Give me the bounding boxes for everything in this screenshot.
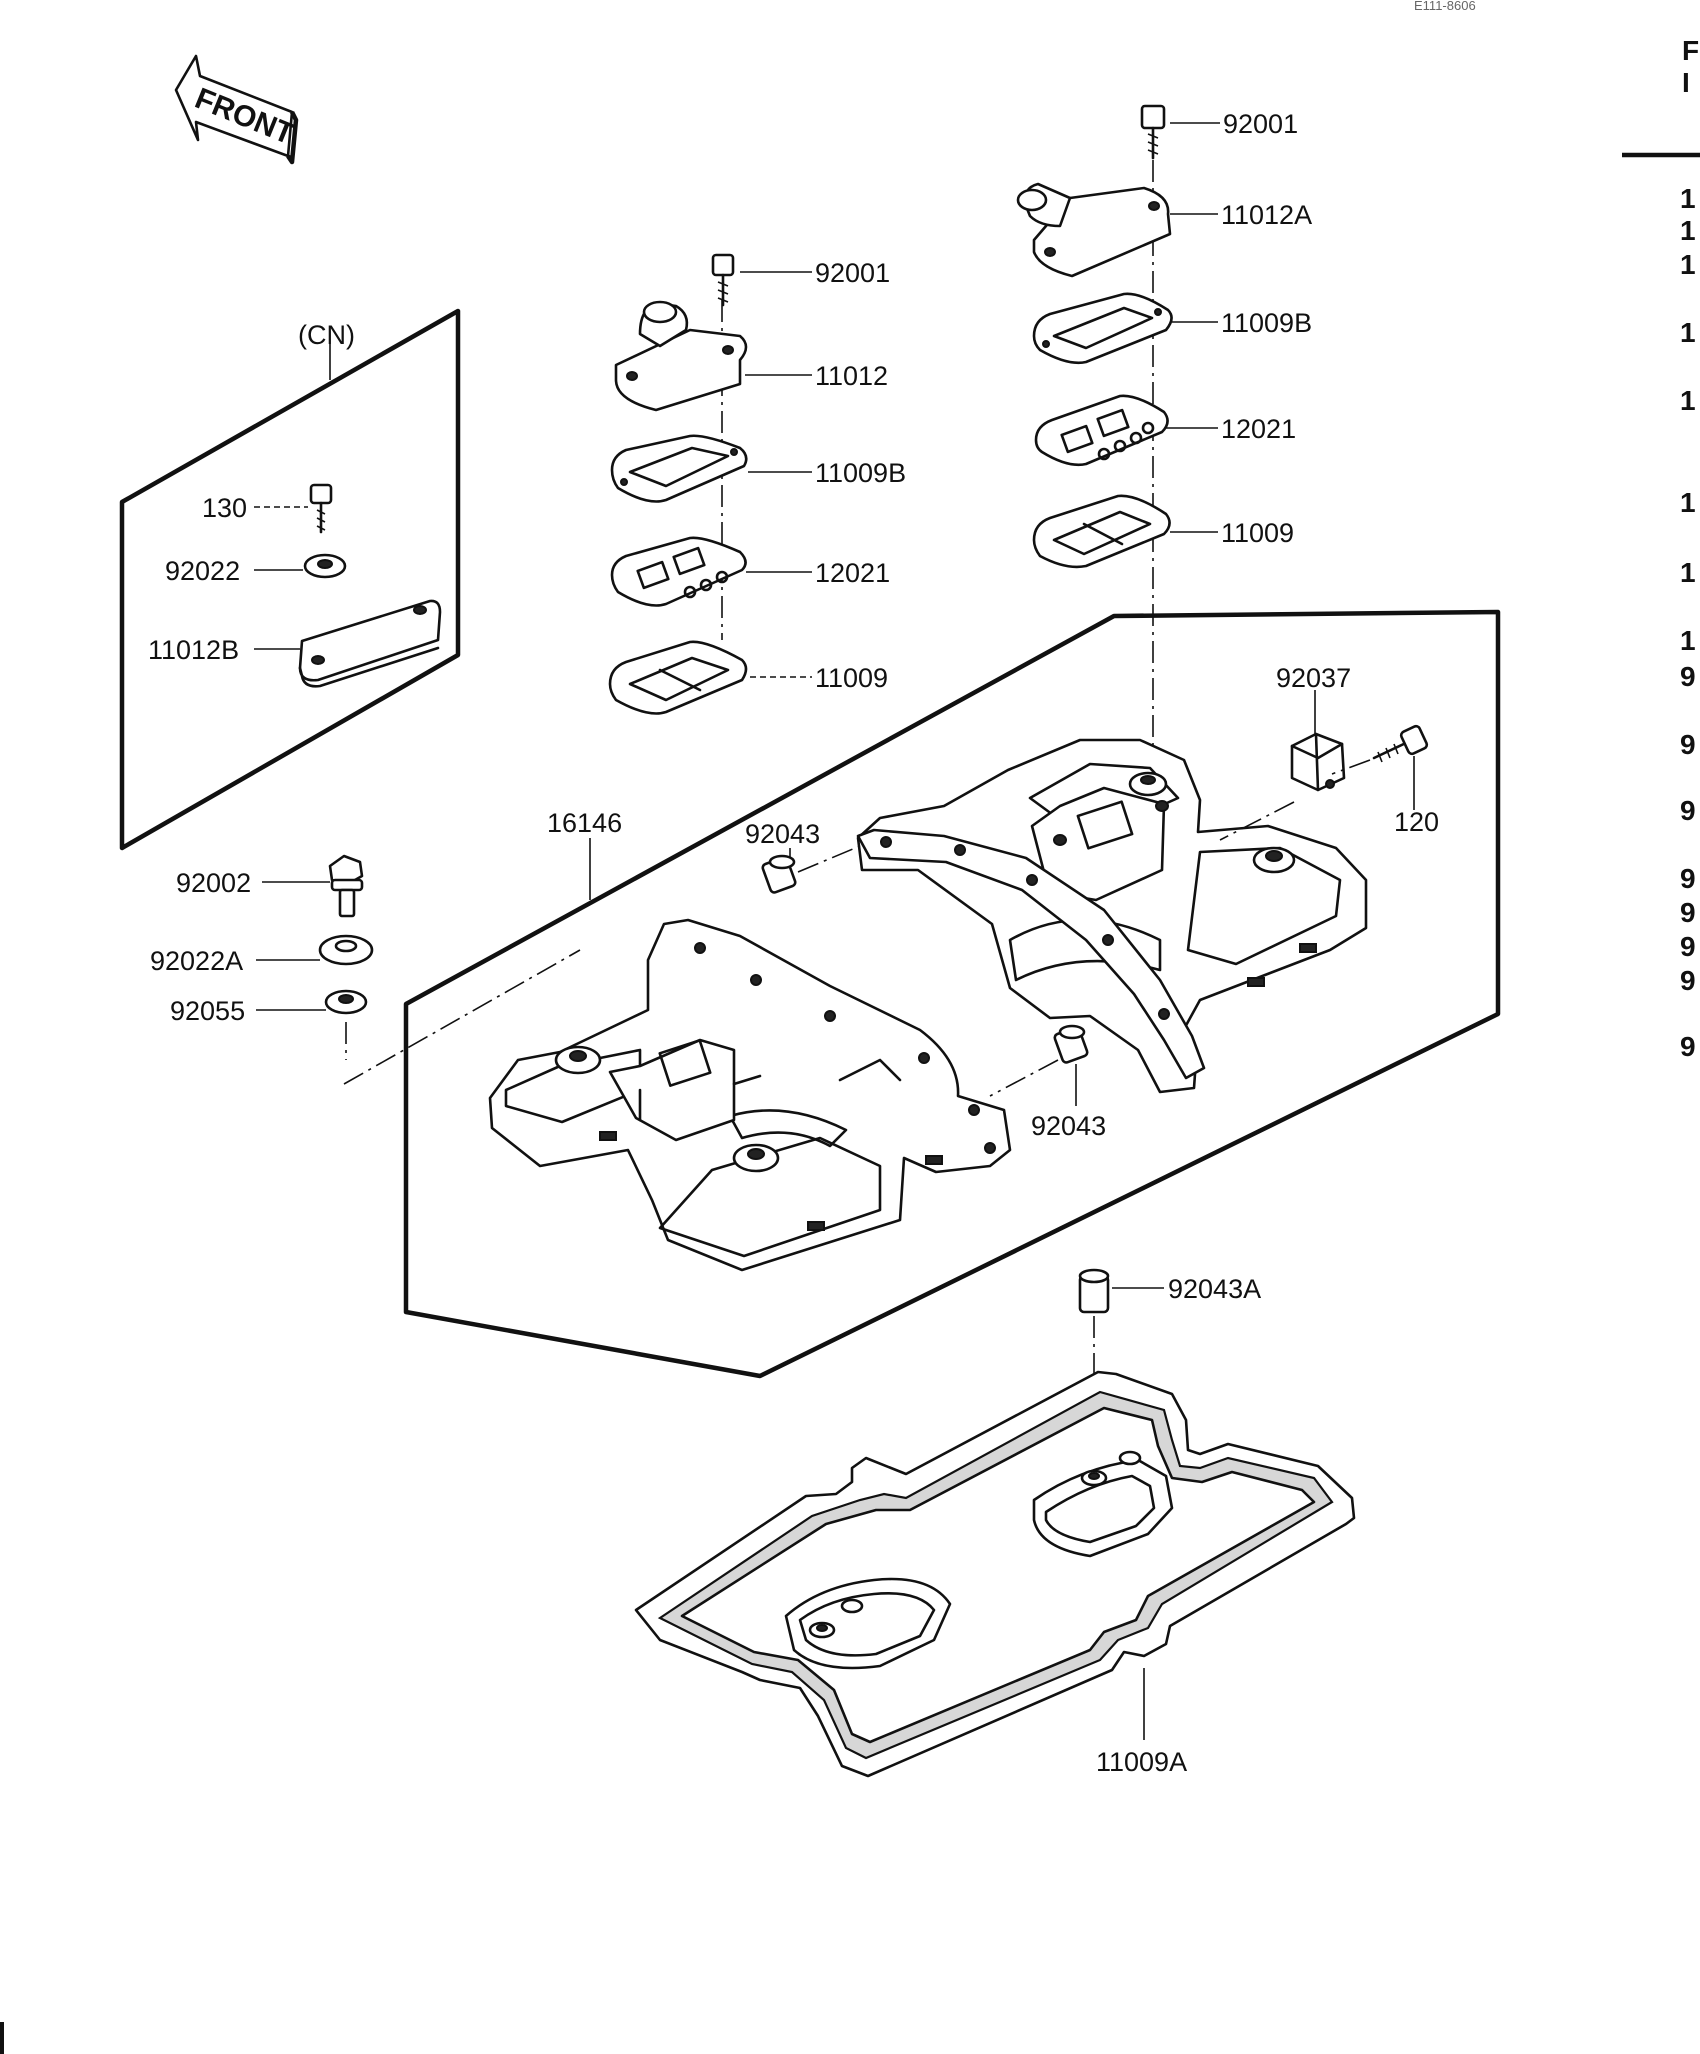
margin-mark bbox=[0, 2022, 4, 2054]
svg-text:9: 9 bbox=[1680, 931, 1696, 962]
dowel-92043a-icon bbox=[1078, 1268, 1110, 1314]
label-92037: 92037 bbox=[1276, 663, 1351, 693]
svg-text:9: 9 bbox=[1680, 897, 1696, 928]
sheet-code: E111-8606 bbox=[1414, 0, 1476, 13]
dowel-92043-top-icon bbox=[761, 854, 797, 894]
damper-92037-icon bbox=[1290, 732, 1346, 792]
svg-text:9: 9 bbox=[1680, 863, 1696, 894]
label-11009-left: 11009 bbox=[815, 663, 888, 693]
label-11012: 11012 bbox=[815, 361, 888, 391]
label-120: 120 bbox=[1394, 807, 1439, 837]
gasket-11009b-left-icon bbox=[610, 434, 748, 503]
washer-92055-icon bbox=[324, 989, 368, 1015]
plate-12021-right-icon bbox=[1034, 394, 1169, 467]
svg-text:9: 9 bbox=[1680, 729, 1696, 760]
label-92043-bottom: 92043 bbox=[1031, 1111, 1106, 1141]
plate-12021-left-icon bbox=[610, 536, 747, 607]
svg-text:I: I bbox=[1682, 67, 1690, 98]
svg-text:1: 1 bbox=[1680, 249, 1696, 280]
svg-text:1: 1 bbox=[1680, 625, 1696, 656]
label-130: 130 bbox=[202, 493, 247, 523]
svg-text:F: F bbox=[1682, 35, 1699, 66]
front-arrow-icon: FRONT bbox=[174, 54, 299, 165]
label-11009-right: 11009 bbox=[1221, 518, 1294, 548]
cover-assembly-box bbox=[403, 609, 1501, 1379]
label-11009a: 11009A bbox=[1096, 1747, 1187, 1777]
label-92022a: 92022A bbox=[150, 946, 243, 976]
svg-text:1: 1 bbox=[1680, 317, 1696, 348]
svg-text:9: 9 bbox=[1680, 661, 1696, 692]
cap-11012b-icon bbox=[298, 599, 442, 688]
bolt-92001-right-icon bbox=[1140, 104, 1166, 160]
label-92043a: 92043A bbox=[1168, 1274, 1261, 1304]
gasket-11009-right-icon bbox=[1032, 494, 1171, 569]
bolt-92002-icon bbox=[328, 854, 364, 918]
washer-92022a-icon bbox=[318, 934, 374, 966]
label-11012b: 11012B bbox=[148, 635, 239, 665]
washer-92022-icon bbox=[303, 553, 347, 579]
cover-11012a-icon bbox=[1016, 182, 1172, 278]
gasket-11009a-icon bbox=[634, 1370, 1356, 1778]
right-column-digits: F I 1 1 1 1 1 1 1 1 9 9 9 9 9 9 9 9 bbox=[1680, 35, 1699, 1062]
svg-text:1: 1 bbox=[1680, 215, 1696, 246]
label-16146: 16146 bbox=[547, 808, 622, 838]
dowel-92043-bottom-icon bbox=[1053, 1024, 1089, 1064]
variant-box-label: (CN) bbox=[298, 320, 355, 350]
svg-text:1: 1 bbox=[1680, 183, 1696, 214]
label-92022: 92022 bbox=[165, 556, 240, 586]
svg-text:9: 9 bbox=[1680, 965, 1696, 996]
svg-text:9: 9 bbox=[1680, 795, 1696, 826]
label-11009b-right: 11009B bbox=[1221, 308, 1312, 338]
bolt-130-icon bbox=[309, 483, 333, 534]
svg-text:1: 1 bbox=[1680, 557, 1696, 588]
bolt-92001-left-icon bbox=[711, 253, 735, 307]
label-11009b-left: 11009B bbox=[815, 458, 906, 488]
label-92043-top: 92043 bbox=[745, 819, 820, 849]
gasket-11009-left-icon bbox=[608, 640, 748, 715]
svg-text:1: 1 bbox=[1680, 385, 1696, 416]
label-92055: 92055 bbox=[170, 996, 245, 1026]
bolt-120-icon bbox=[1372, 724, 1429, 763]
label-92002: 92002 bbox=[176, 868, 251, 898]
head-cover-16146-icon bbox=[488, 738, 1368, 1272]
cover-11012-icon bbox=[614, 300, 748, 412]
label-11012a: 11012A bbox=[1221, 200, 1312, 230]
variant-box: (CN) 130 92022 11012B bbox=[119, 308, 461, 851]
label-92001-left: 92001 bbox=[815, 258, 890, 288]
label-92001-right: 92001 bbox=[1223, 109, 1298, 139]
label-12021-right: 12021 bbox=[1221, 414, 1296, 444]
gasket-11009b-right-icon bbox=[1032, 292, 1173, 365]
label-12021-left: 12021 bbox=[815, 558, 890, 588]
svg-text:1: 1 bbox=[1680, 487, 1696, 518]
svg-text:9: 9 bbox=[1680, 1031, 1696, 1062]
